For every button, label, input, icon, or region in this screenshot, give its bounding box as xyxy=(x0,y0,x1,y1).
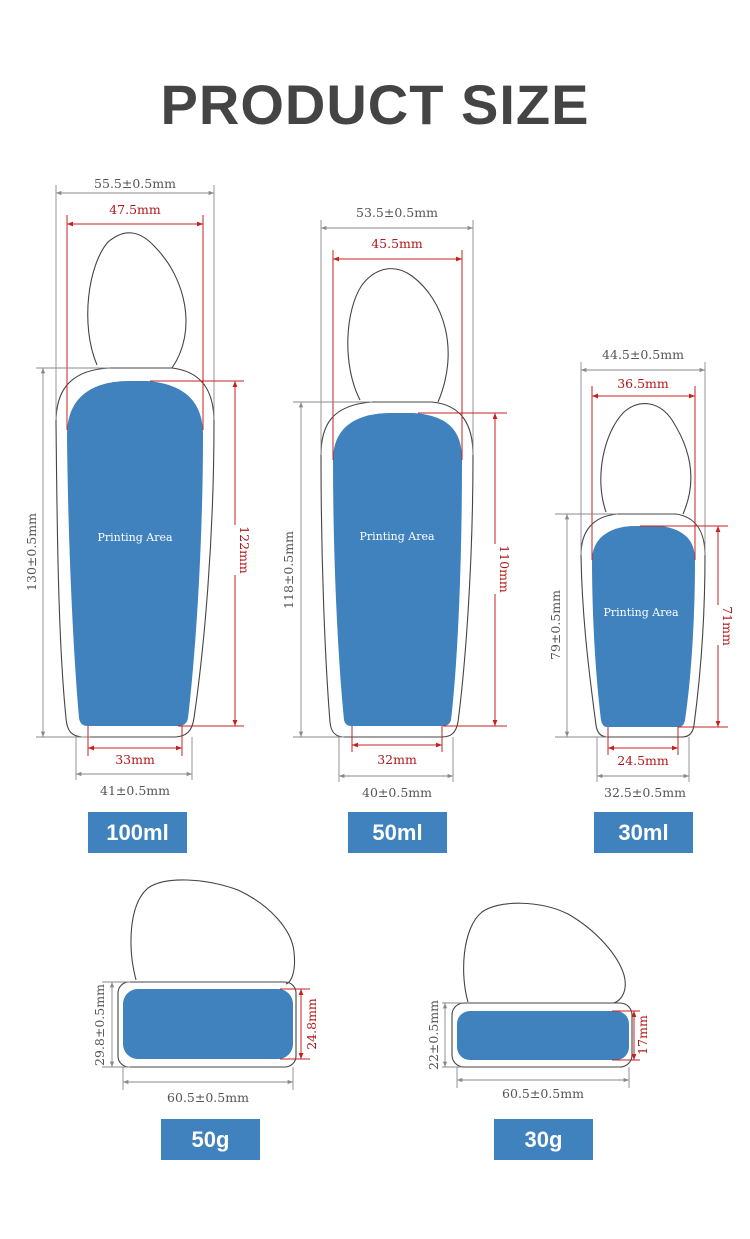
cap-outline xyxy=(130,879,296,985)
dim-width-outer: 55.5±0.5mm xyxy=(94,176,176,191)
label-box xyxy=(494,1119,593,1160)
printing-area xyxy=(123,989,293,1059)
cap-outline xyxy=(600,403,692,515)
product-label: 50ml xyxy=(372,820,422,845)
dim-width-outer: 60.5±0.5mm xyxy=(167,1090,249,1105)
cap-outline xyxy=(347,268,449,403)
dim-bottom-outer: 40±0.5mm xyxy=(362,785,432,800)
label-box xyxy=(348,812,447,853)
dim-height-print: 17mm xyxy=(635,1015,650,1055)
product-30ml: Printing Area 44.5±0.5mm 36.5mm 79±0.5mm… xyxy=(548,347,735,853)
dim-height-total: 79±0.5mm xyxy=(548,590,563,660)
printing-area-label: Printing Area xyxy=(359,530,435,543)
bottle-outline xyxy=(55,367,215,738)
printing-area xyxy=(67,381,203,726)
page-title: PRODUCT SIZE xyxy=(161,73,590,136)
dim-bottom-print: 33mm xyxy=(115,752,155,767)
dim-width-print: 36.5mm xyxy=(617,376,669,391)
cap-outline xyxy=(87,232,187,369)
product-100ml: Printing Area 55.5±0.5mm 47.5mm 130±0.5m… xyxy=(24,176,252,853)
dim-height-total: 22±0.5mm xyxy=(426,1000,441,1070)
dim-height-print: 122mm xyxy=(237,526,252,574)
label-box xyxy=(594,812,693,853)
product-label: 50g xyxy=(192,1127,230,1152)
dim-bottom-outer: 41±0.5mm xyxy=(100,783,170,798)
dim-height-total: 118±0.5mm xyxy=(281,531,296,609)
dim-bottom-outer: 32.5±0.5mm xyxy=(604,785,686,800)
dim-height-print: 24.8mm xyxy=(304,998,319,1050)
dim-height-print: 71mm xyxy=(720,606,735,646)
dim-height-print: 110mm xyxy=(497,545,512,593)
product-label: 100ml xyxy=(106,820,168,845)
dim-width-outer: 60.5±0.5mm xyxy=(502,1086,584,1101)
product-label: 30ml xyxy=(618,820,668,845)
product-50g: 29.8±0.5mm 24.8mm 60.5±0.5mm 50g xyxy=(92,879,328,1160)
printing-area xyxy=(333,413,462,726)
dim-width-print: 45.5mm xyxy=(371,236,423,251)
cap-outline xyxy=(463,902,626,1004)
printing-area xyxy=(592,526,695,727)
dim-height-total: 29.8±0.5mm xyxy=(92,984,107,1066)
product-30g: 22±0.5mm 17mm 60.5±0.5mm 30g xyxy=(426,902,658,1160)
dim-bottom-print: 24.5mm xyxy=(617,753,669,768)
dim-bottom-print: 32mm xyxy=(377,752,417,767)
printing-area-label: Printing Area xyxy=(603,606,679,619)
dim-width-outer: 44.5±0.5mm xyxy=(602,347,684,362)
dim-height-total: 130±0.5mm xyxy=(24,513,39,591)
jar-outline xyxy=(117,981,297,1068)
printing-area xyxy=(457,1011,629,1060)
printing-area-label: Printing Area xyxy=(97,531,173,544)
bottle-outline xyxy=(580,513,706,738)
label-box xyxy=(88,812,187,853)
dim-width-print: 47.5mm xyxy=(109,202,161,217)
product-label: 30g xyxy=(525,1127,563,1152)
dim-width-outer: 53.5±0.5mm xyxy=(356,205,438,220)
label-box xyxy=(161,1119,260,1160)
product-50ml: Printing Area 53.5±0.5mm 45.5mm 118±0.5m… xyxy=(281,205,512,853)
